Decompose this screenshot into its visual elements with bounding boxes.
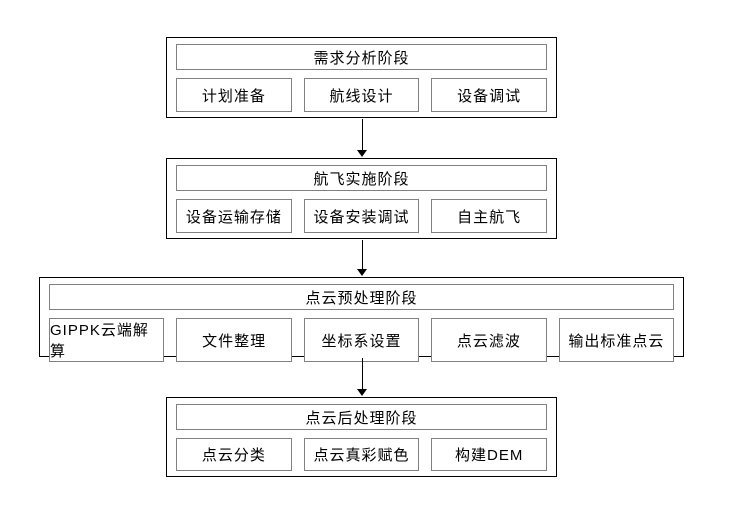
down-arrow-connector-2 — [354, 240, 370, 276]
arrow-down-icon — [357, 389, 367, 396]
stage-items-row: 设备运输存储 设备安装调试 自主航飞 — [176, 199, 548, 233]
task-equipment-install-debug: 设备安装调试 — [303, 199, 420, 233]
stage-title-requirements-analysis: 需求分析阶段 — [176, 44, 547, 70]
down-arrow-connector-3 — [354, 358, 370, 396]
task-autonomous-flight: 自主航飞 — [431, 199, 548, 233]
arrow-down-icon — [357, 269, 367, 276]
stage-flight-implementation: 航飞实施阶段 设备运输存储 设备安装调试 自主航飞 — [166, 158, 557, 239]
task-pointcloud-filtering: 点云滤波 — [431, 318, 547, 362]
down-arrow-connector-1 — [354, 119, 370, 157]
stage-title-pointcloud-preprocessing: 点云预处理阶段 — [49, 284, 674, 310]
arrow-shaft — [361, 119, 363, 150]
task-gippk-cloud-solution: GIPPK云端解算 — [49, 318, 165, 362]
task-pointcloud-classification: 点云分类 — [176, 438, 292, 471]
stage-items-row: 点云分类 点云真彩赋色 构建DEM — [176, 438, 548, 471]
task-pointcloud-truecolor: 点云真彩赋色 — [303, 438, 420, 471]
arrow-shaft — [361, 358, 363, 389]
stage-title-pointcloud-postprocessing: 点云后处理阶段 — [176, 404, 547, 430]
stage-pointcloud-preprocessing: 点云预处理阶段 GIPPK云端解算 文件整理 坐标系设置 点云滤波 输出标准点云 — [39, 277, 684, 362]
stage-items-row: GIPPK云端解算 文件整理 坐标系设置 点云滤波 输出标准点云 — [49, 318, 675, 362]
task-equipment-debugging: 设备调试 — [431, 78, 548, 112]
task-coordinate-system-setup: 坐标系设置 — [303, 318, 420, 362]
task-output-standard-pointcloud: 输出标准点云 — [558, 318, 675, 362]
stage-title-flight-implementation: 航飞实施阶段 — [176, 165, 547, 191]
task-route-design: 航线设计 — [303, 78, 420, 112]
stage-items-row: 计划准备 航线设计 设备调试 — [176, 78, 548, 112]
arrow-down-icon — [357, 150, 367, 157]
stage-pointcloud-postprocessing: 点云后处理阶段 点云分类 点云真彩赋色 构建DEM — [166, 397, 557, 477]
task-file-organization: 文件整理 — [176, 318, 292, 362]
task-equipment-transport-storage: 设备运输存储 — [176, 199, 292, 233]
task-build-dem: 构建DEM — [431, 438, 548, 471]
task-plan-preparation: 计划准备 — [176, 78, 292, 112]
arrow-shaft — [361, 240, 363, 269]
stage-requirements-analysis: 需求分析阶段 计划准备 航线设计 设备调试 — [166, 37, 557, 118]
